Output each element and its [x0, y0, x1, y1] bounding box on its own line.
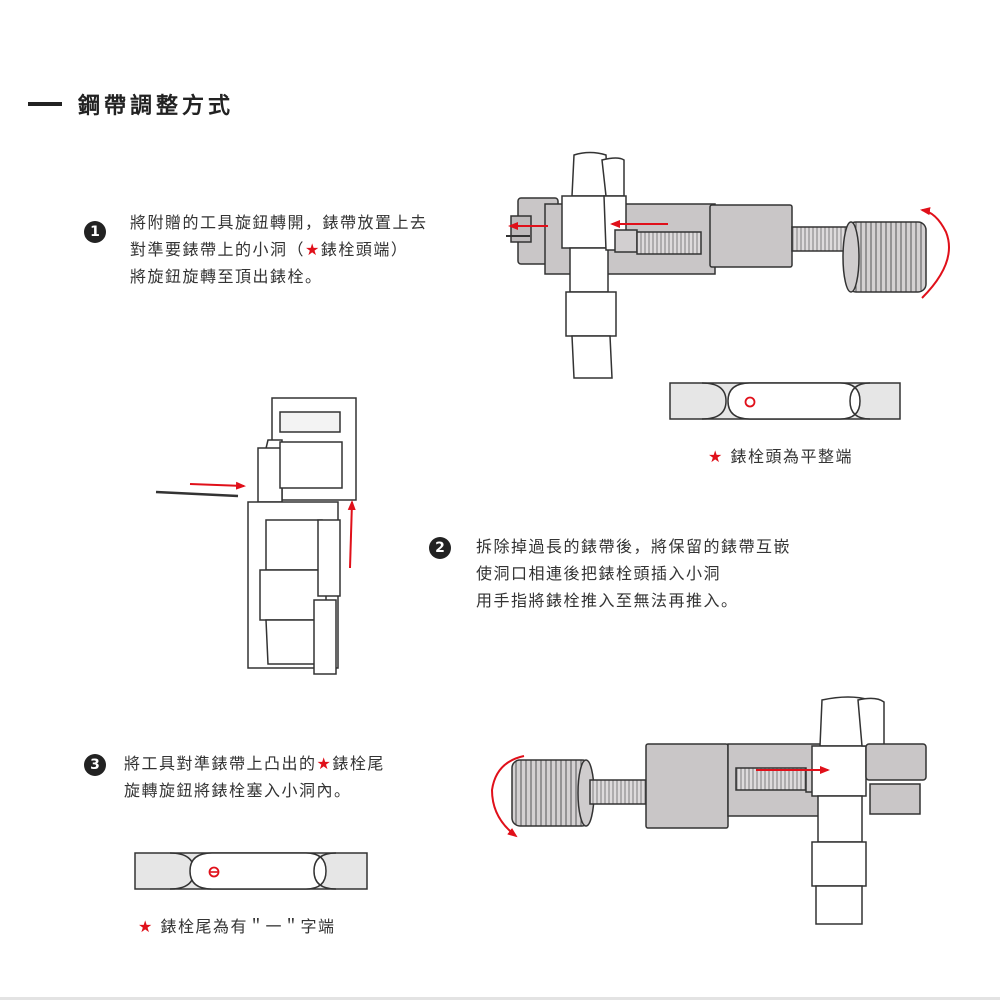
step-1-text: 將附贈的工具旋鈕轉開，錶帶放置上去 對準要錶帶上的小洞（★錶栓頭端） 將旋鈕旋轉…	[130, 209, 428, 290]
star-icon: ★	[708, 447, 724, 466]
step-1-line-2b: 錶栓頭端）	[320, 240, 409, 259]
step-3-line-1a: 將工具對準錶帶上凸出的	[124, 754, 317, 773]
tool-illustration-3	[511, 696, 927, 925]
step-3-line-2: 旋轉旋鈕將錶栓塞入小洞內。	[124, 781, 352, 800]
step-1-number: 1	[84, 221, 106, 243]
step-3-line-1: 將工具對準錶帶上凸出的★錶栓尾	[124, 750, 385, 777]
bracelet-illustration-2	[155, 397, 357, 675]
pin-head-note: ★ 錶栓頭為平整端	[708, 443, 853, 467]
pin-head-diagram	[669, 382, 901, 420]
page-title: 鋼帶調整方式	[78, 94, 235, 119]
pin-hole-icon	[744, 396, 756, 408]
step-3-number: 3	[84, 754, 106, 776]
pin-head-note-text: 錶栓頭為平整端	[730, 447, 853, 466]
step-1-line-2: 對準要錶帶上的小洞（★錶栓頭端）	[130, 236, 428, 263]
step-1-line-1: 將附贈的工具旋鈕轉開，錶帶放置上去	[130, 213, 428, 232]
section-header: 鋼帶調整方式	[28, 88, 234, 120]
arrow-rotate-knob	[920, 207, 950, 299]
step-2-text: 拆除掉過長的錶帶後，將保留的錶帶互嵌 使洞口相連後把錶栓頭插入小洞 用手指將錶栓…	[476, 533, 791, 614]
step-1-line-2a: 對準要錶帶上的小洞（	[130, 240, 306, 259]
step-2-number: 2	[429, 537, 451, 559]
star-icon: ★	[305, 240, 321, 259]
pin-tail-diagram	[134, 852, 368, 890]
bracelet-vertical-3	[811, 696, 885, 925]
pin-tail-note: ★ 錶栓尾為有＂一＂字端	[138, 913, 335, 937]
star-icon: ★	[138, 917, 154, 936]
tool-body	[709, 204, 793, 268]
header-dash	[28, 102, 62, 106]
arrow-rotate-knob-3	[490, 755, 525, 838]
bracelet-vertical	[561, 151, 627, 379]
tool-thread	[636, 231, 702, 255]
pin-tail-note-text: 錶栓尾為有＂一＂字端	[160, 917, 336, 936]
step-3-line-1b: 錶栓尾	[332, 754, 385, 773]
pin-slot-icon	[208, 866, 220, 878]
arrow-insert-pin	[189, 481, 246, 490]
step-2-line-2: 使洞口相連後把錶栓頭插入小洞	[476, 564, 722, 583]
step-2-line-1: 拆除掉過長的錶帶後，將保留的錶帶互嵌	[476, 537, 792, 556]
step-3-text: 將工具對準錶帶上凸出的★錶栓尾 旋轉旋鈕將錶栓塞入小洞內。	[124, 750, 385, 804]
footer-divider	[0, 997, 1000, 1000]
step-2-line-3: 用手指將錶栓推入至無法再推入。	[476, 591, 739, 610]
star-icon: ★	[316, 754, 333, 773]
tool-illustration-1	[506, 151, 927, 379]
arrow-join-links	[347, 500, 356, 569]
tool-screw	[791, 226, 853, 252]
step-1-line-3: 將旋鈕旋轉至頂出錶栓。	[130, 267, 323, 286]
